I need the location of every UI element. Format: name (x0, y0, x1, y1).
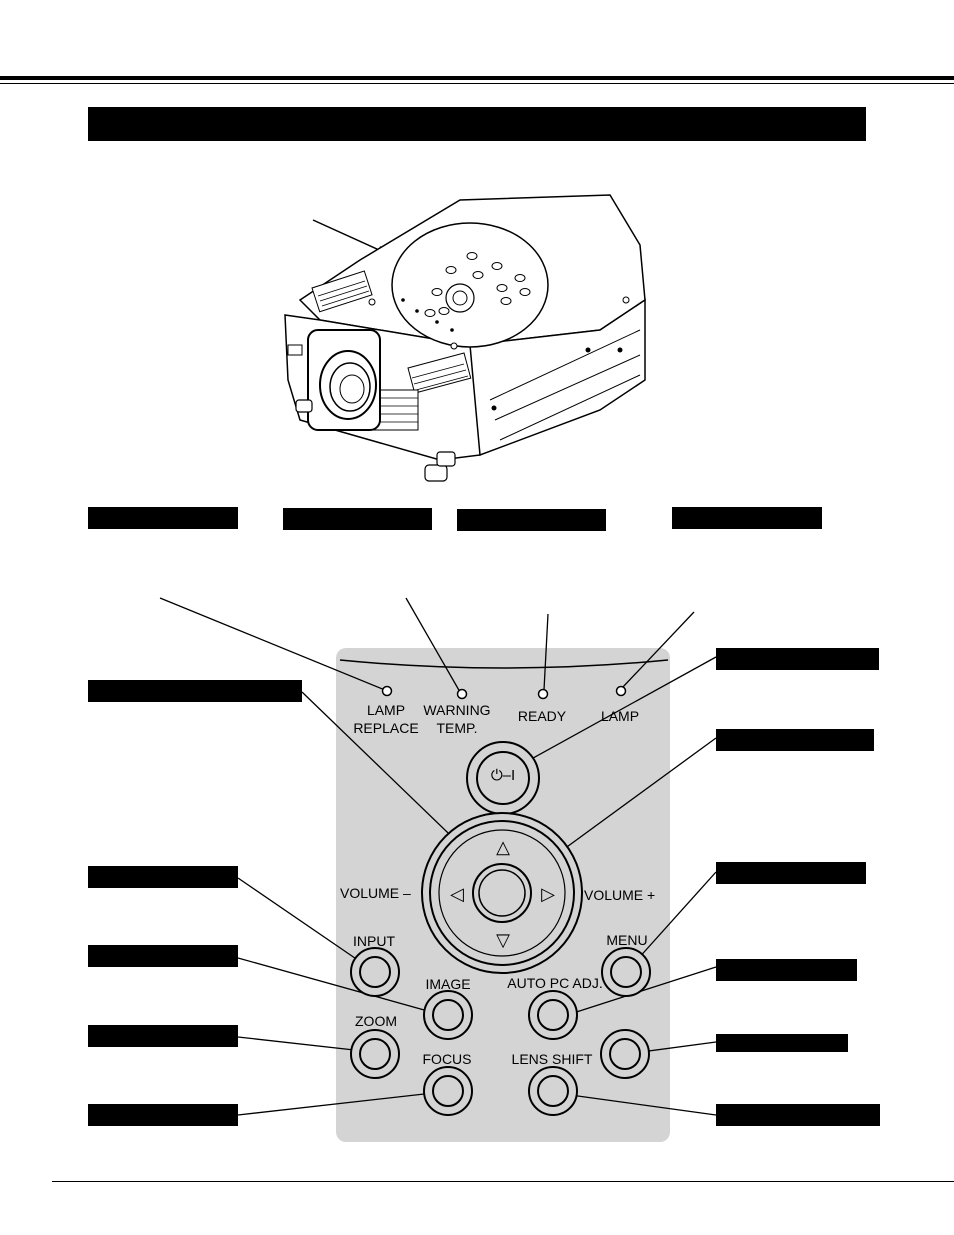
lens-shift-button[interactable] (528, 1066, 578, 1116)
label-bar-lamp-replace (88, 507, 238, 529)
arrow-left-icon[interactable]: ◁ (450, 884, 464, 904)
unlabeled-button[interactable] (600, 1029, 650, 1079)
arrow-down-icon[interactable]: ▽ (496, 930, 510, 950)
volume-minus-label: VOLUME – (340, 885, 411, 901)
warning-label-1: WARNING (423, 702, 490, 718)
label-bar-lens-shift (716, 1104, 880, 1126)
input-button[interactable] (350, 947, 400, 997)
label-bar-zoom (88, 1025, 238, 1047)
lamp-replace-label-2: REPLACE (353, 720, 418, 736)
label-bar-power (716, 648, 879, 670)
menu-button[interactable] (601, 947, 651, 997)
lamp-indicator: LAMP (601, 685, 639, 724)
header-rule-thick (0, 76, 954, 80)
image-label: IMAGE (425, 976, 470, 992)
lens-shift-label: LENS SHIFT (512, 1051, 593, 1067)
volume-plus-label: VOLUME + (584, 887, 655, 903)
projector-illustration (284, 194, 646, 482)
label-bar-ready (457, 509, 606, 531)
focus-button[interactable] (423, 1066, 473, 1116)
power-icon: ⏻–I (491, 767, 515, 784)
label-bar-auto-pc (716, 959, 857, 981)
zoom-label: ZOOM (355, 1013, 397, 1029)
direction-pad[interactable]: △ ▽ ◁ ▷ (421, 812, 583, 974)
indicator-led-icon (537, 688, 549, 700)
section-title-bar (88, 107, 866, 141)
auto-pc-adj-label: AUTO PC ADJ. (507, 975, 602, 991)
lamp-label: LAMP (601, 708, 639, 724)
auto-pc-adj-button[interactable] (528, 990, 578, 1040)
header-rule-thin (0, 83, 954, 84)
image-button[interactable] (423, 990, 473, 1040)
indicator-led-icon (381, 685, 393, 697)
label-bar-point-buttons (88, 680, 302, 702)
label-bar-extra (716, 1034, 848, 1052)
label-bar-input (88, 866, 238, 888)
arrow-up-icon[interactable]: △ (496, 837, 510, 857)
label-bar-select (716, 729, 874, 751)
label-bar-lamp (672, 507, 822, 529)
arrow-right-icon[interactable]: ▷ (541, 884, 555, 904)
lamp-replace-label-1: LAMP (367, 702, 405, 718)
focus-label: FOCUS (423, 1051, 472, 1067)
ready-indicator: READY (518, 688, 567, 724)
warning-label-2: TEMP. (437, 720, 478, 736)
label-bar-focus (88, 1104, 238, 1126)
power-button[interactable]: ⏻–I (466, 741, 540, 815)
indicator-led-icon (456, 688, 468, 700)
label-bar-menu (716, 862, 866, 884)
ready-label: READY (518, 708, 567, 724)
warning-temp-indicator: WARNING TEMP. (423, 688, 491, 736)
zoom-button[interactable] (350, 1029, 400, 1079)
input-label: INPUT (353, 933, 395, 949)
indicator-led-icon (615, 685, 627, 697)
label-bar-warning-temp (283, 508, 432, 530)
menu-label: MENU (606, 932, 647, 948)
footer-rule (52, 1181, 954, 1182)
lamp-replace-indicator: LAMP REPLACE (353, 685, 419, 736)
label-bar-image (88, 945, 238, 967)
